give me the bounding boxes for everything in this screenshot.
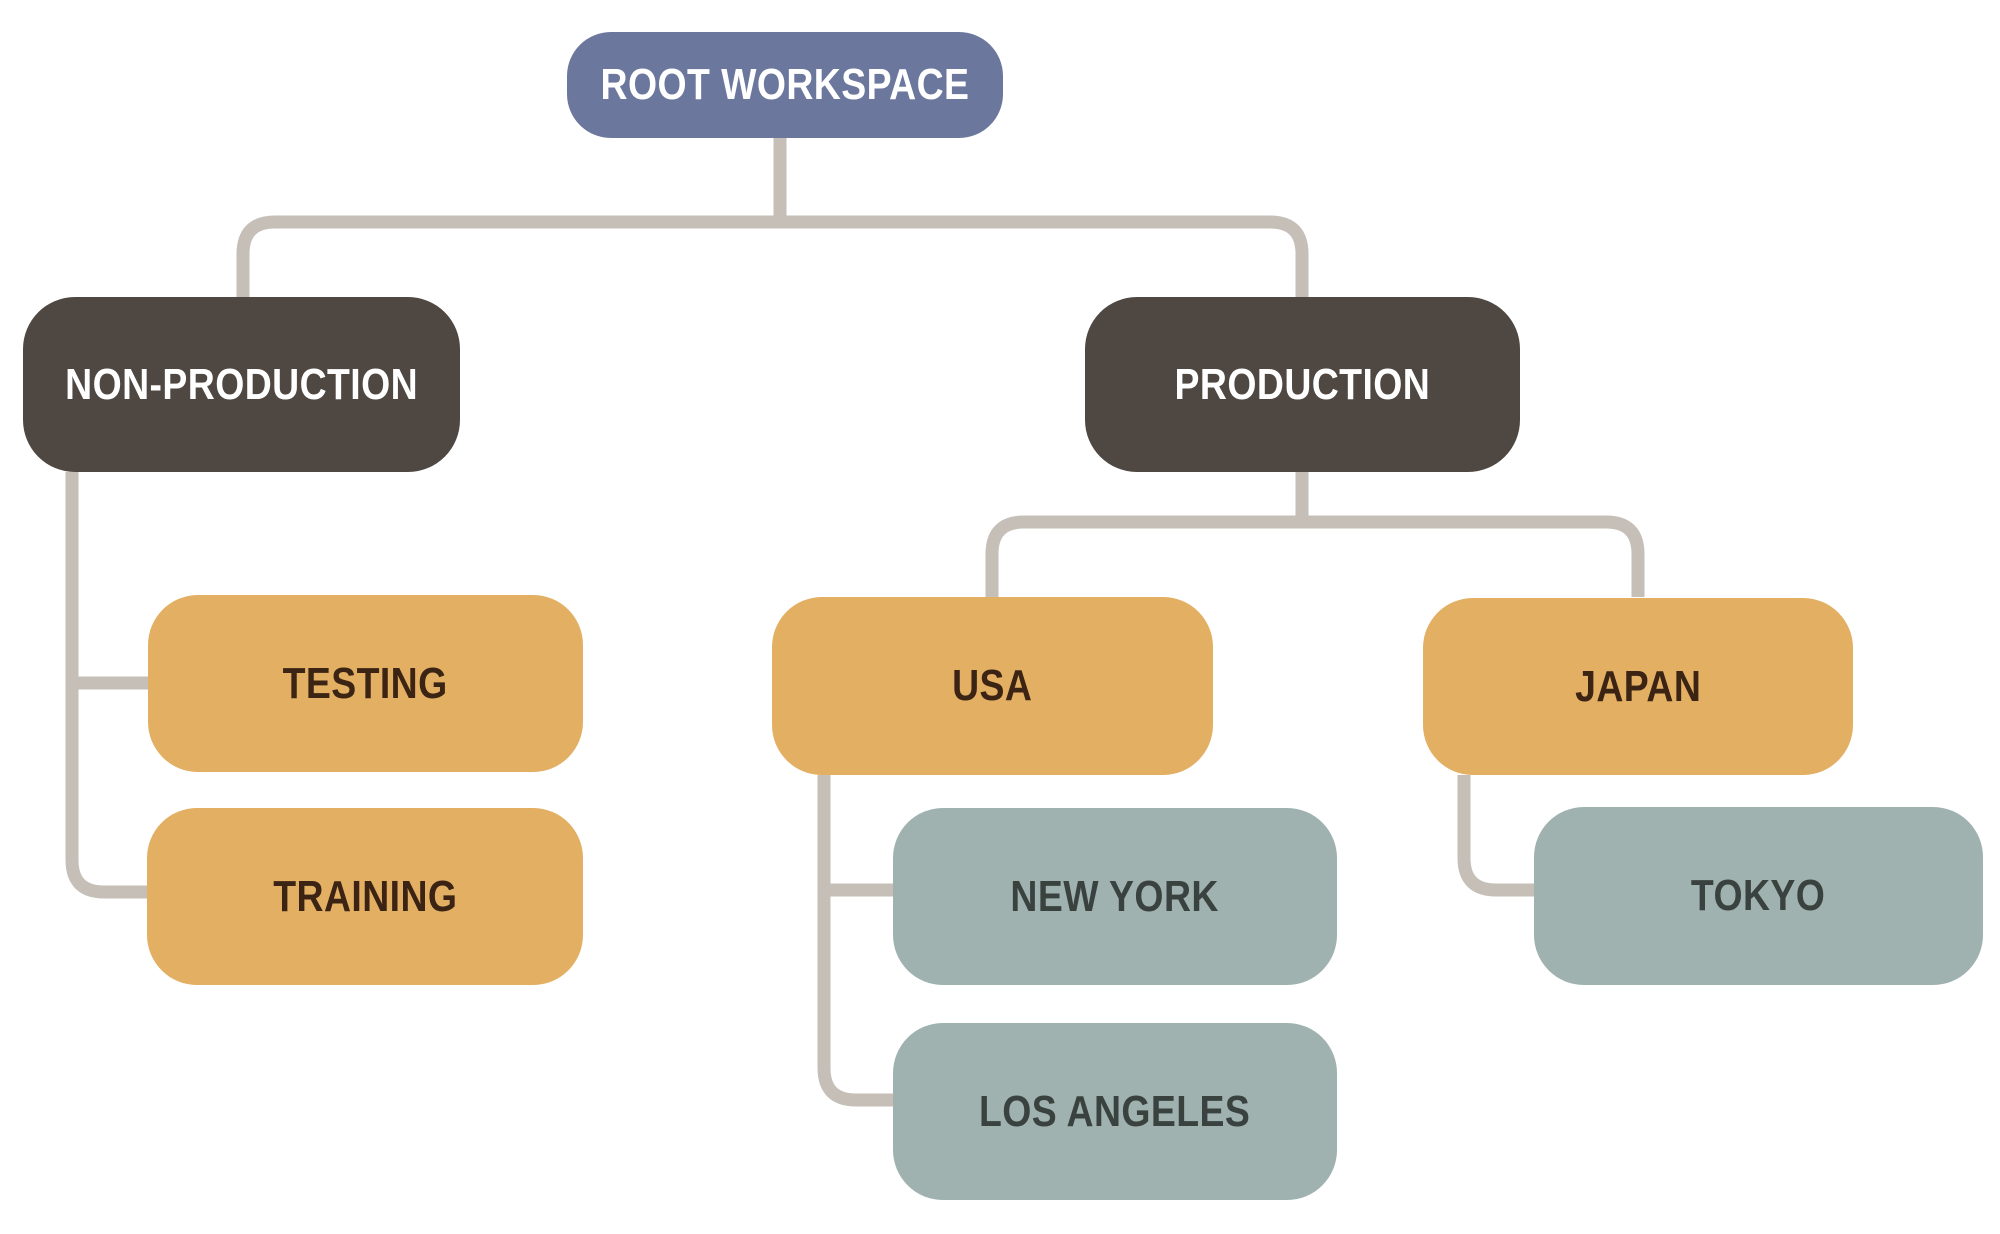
node-tokyo: TOKYO — [1534, 807, 1983, 985]
node-training: TRAINING — [147, 808, 583, 985]
node-production-label: PRODUCTION — [1174, 359, 1431, 409]
node-root-workspace: ROOT WORKSPACE — [567, 32, 1003, 138]
node-usa-label: USA — [952, 661, 1033, 710]
node-new-york-label: NEW YORK — [1010, 871, 1220, 921]
connector-japan-to-tokyo — [1457, 775, 1534, 897]
node-usa: USA — [772, 597, 1213, 775]
node-tokyo-label: TOKYO — [1691, 871, 1826, 920]
node-testing: TESTING — [148, 595, 583, 772]
node-training-label: TRAINING — [272, 871, 458, 921]
connector-nonproduction-to-subworkspaces — [65, 472, 148, 899]
node-los-angeles-label: LOS ANGELES — [979, 1086, 1251, 1136]
connector-usa-to-cities — [817, 775, 893, 1107]
node-new-york: NEW YORK — [893, 808, 1337, 985]
node-testing-label: TESTING — [282, 658, 449, 708]
node-root-workspace-label: ROOT WORKSPACE — [600, 60, 970, 109]
node-non-production: NON-PRODUCTION — [23, 297, 460, 472]
connector-root-to-environments — [236, 138, 1309, 297]
node-production: PRODUCTION — [1085, 297, 1520, 472]
node-japan: JAPAN — [1423, 598, 1853, 775]
connector-production-to-regions — [985, 472, 1645, 597]
node-japan-label: JAPAN — [1574, 661, 1702, 711]
node-non-production-label: NON-PRODUCTION — [65, 359, 418, 409]
node-los-angeles: LOS ANGELES — [893, 1023, 1337, 1200]
